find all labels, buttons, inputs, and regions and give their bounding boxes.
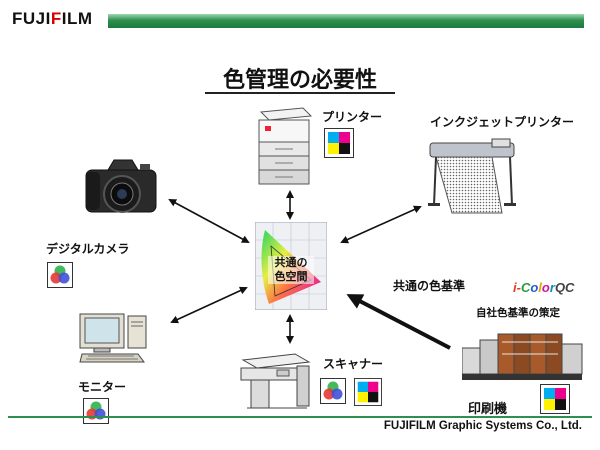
inkjet-printer-label: インクジェットプリンター [430,115,575,129]
cmyk-swatch-icon [540,384,570,414]
arrow-inkjet [340,205,422,244]
logo-prefix: FUJI [12,9,51,28]
icolor-part-7: QC [554,280,575,295]
common-color-space-line2: 色空間 [274,270,308,283]
crt-monitor-icon [79,313,147,363]
common-color-space-label: 共通の 色空間 [268,256,314,284]
header-green-bar [108,14,584,28]
printing-press-label: 印刷機 [468,402,508,417]
logo-suffix: ILM [61,9,93,28]
icolorqc-logo: i-ColorQC [513,280,574,295]
rgb-circles-icon [320,378,346,404]
fujifilm-logo: FUJIFILM [12,9,93,29]
icolor-part-4: l [538,280,542,295]
title-underline [205,92,395,94]
laser-printer-icon [258,107,313,185]
arrow-press [346,294,451,350]
own-standard-label: 自社色基準の策定 [476,307,560,319]
cmyk-swatch-icon [324,128,354,158]
rgb-circles-icon [83,398,109,424]
icolor-part-3: o [530,280,539,295]
digital-camera-label: デジタルカメラ [46,242,130,256]
printer-label: プリンター [322,110,383,124]
icolor-part-1: i- [513,280,521,295]
rgb-circles-icon [47,262,73,288]
footer-company: FUJIFILM Graphic Systems Co., Ltd. [383,420,582,432]
arrow-camera [168,199,250,243]
monitor-label: モニター [78,380,127,394]
icolor-part-6: r [549,280,555,295]
slide-title: 色管理の必要性 [222,68,377,93]
common-color-space-line1: 共通の [274,256,308,269]
digital-camera-icon [85,159,157,213]
footer-rule [8,416,592,418]
common-standard-label: 共通の色基準 [393,279,466,293]
icolor-part-2: C [520,280,531,295]
wide-format-inkjet-icon [428,138,516,214]
printing-press-icon [462,333,583,380]
arrow-monitor [170,286,248,324]
flatbed-scanner-icon [240,353,311,409]
icolor-part-5: o [541,280,550,295]
scanner-label: スキャナー [323,357,384,371]
logo-red-letter: F [50,9,62,28]
cmyk-swatch-icon [354,378,382,406]
